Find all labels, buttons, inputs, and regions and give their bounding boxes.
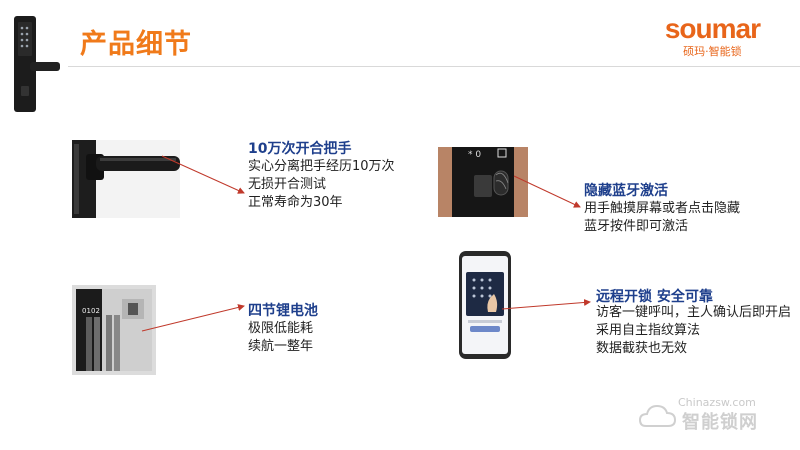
feature-title-handle: 10万次开合把手	[248, 141, 352, 157]
feature-line: 数据截获也无效	[596, 341, 688, 356]
feature-line: 采用自主指纹算法	[596, 323, 701, 338]
lock-product-thumbnail	[10, 14, 62, 114]
svg-text:02: 02	[91, 307, 100, 315]
feature-title-bluetooth: 隐藏蓝牙激活	[584, 183, 668, 199]
feature-line: 访客一键呼叫，主人确认后即开启	[596, 305, 792, 320]
feature-line: 用手触摸屏幕或者点击隐藏	[584, 201, 741, 216]
svg-text:01: 01	[82, 307, 91, 315]
brand-logo: soumar 硕玛·智能锁	[664, 13, 761, 59]
feature-title-battery: 四节锂电池	[248, 303, 318, 319]
brand-subtitle: 硕玛·智能锁	[683, 45, 742, 58]
brand-logo-text: soumar	[664, 13, 761, 44]
watermark-url: Chinazsw.com	[678, 396, 756, 409]
phone-app-photo	[458, 250, 512, 360]
header-divider	[68, 66, 800, 67]
feature-line: 实心分离把手经历10万次	[248, 159, 395, 174]
handle-photo	[72, 140, 180, 218]
fingerprint-panel-photo: * 0	[438, 147, 528, 217]
watermark-text: 智能锁网	[682, 412, 758, 433]
page-title: 产品细节	[80, 29, 192, 60]
feature-line: 无损开合测试	[248, 177, 327, 192]
feature-line: 续航一整年	[248, 339, 314, 354]
svg-text:* 0: * 0	[468, 150, 481, 160]
feature-line: 正常寿命为30年	[248, 195, 343, 210]
feature-line: 极限低能耗	[248, 321, 314, 336]
watermark-cloud-icon	[638, 404, 677, 427]
feature-line: 蓝牙按件即可激活	[584, 219, 689, 234]
feature-title-remote-unlock: 远程开锁 安全可靠	[596, 289, 713, 305]
watermark: Chinazsw.com 智能锁网	[638, 396, 788, 436]
